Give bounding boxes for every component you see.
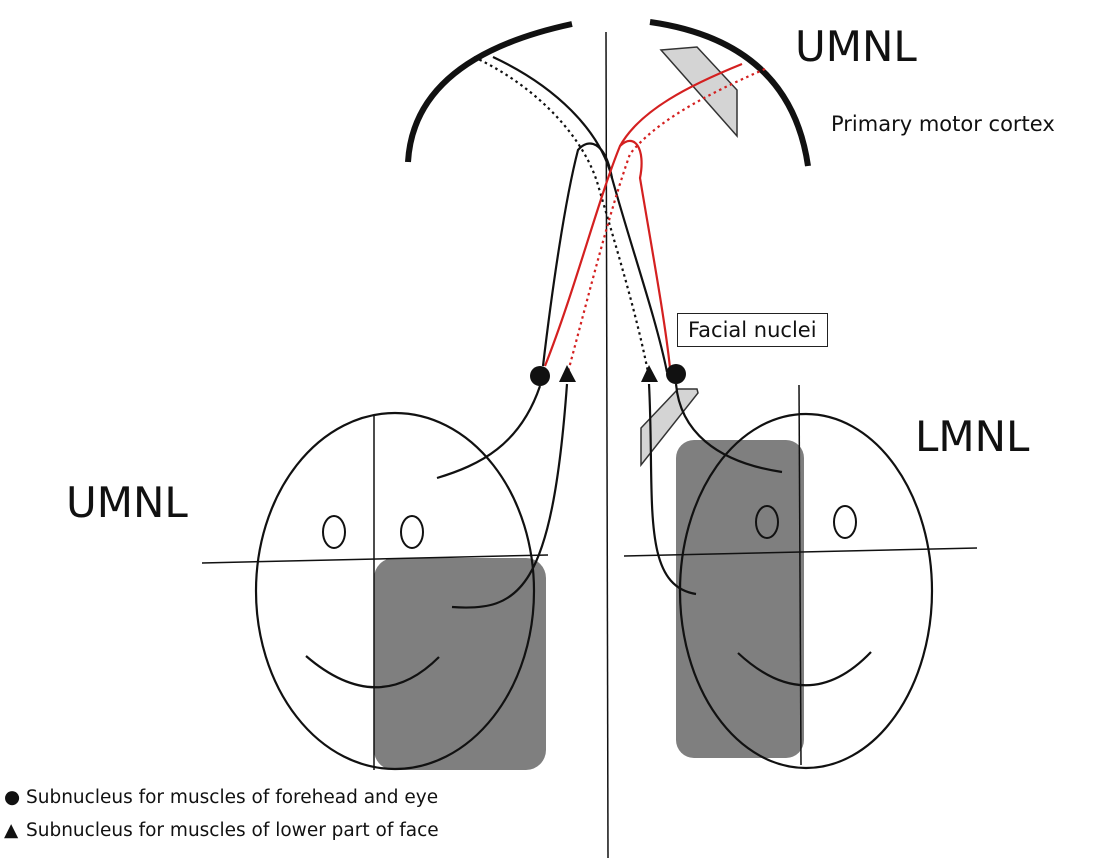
- left-lower-facial-fiber: [451, 383, 569, 609]
- legend-text: Subnucleus for muscles of lower part of …: [26, 820, 439, 841]
- left-face-outline: [254, 411, 536, 771]
- right-face-left-eye: [755, 505, 779, 539]
- legend-text: Subnucleus for muscles of forehead and e…: [26, 787, 439, 808]
- right-face-horizontal-axis: [623, 547, 978, 557]
- primary-motor-cortex-label: Primary motor cortex: [831, 112, 1055, 136]
- right-face-vertical-axis: [798, 384, 802, 766]
- left-upper-facial-fiber: [436, 385, 542, 480]
- circle-icon: ●: [4, 787, 21, 808]
- legend-item-forehead-eye: ●Subnucleus for muscles of forehead and …: [4, 787, 438, 808]
- nucleus-lesion-marker: [640, 388, 699, 468]
- midline: [605, 31, 609, 859]
- right-face-paralysis-region: [676, 440, 804, 758]
- cortex-lesion-marker: [659, 46, 738, 138]
- left-forehead-eye-subnucleus: [530, 366, 550, 386]
- red-solid-pathway: [543, 62, 743, 367]
- lmnl-right-label: LMNL: [915, 412, 1030, 461]
- left-hemisphere-arc: [405, 21, 573, 163]
- legend-item-lower-face: ▲ Subnucleus for muscles of lower part of…: [4, 820, 439, 841]
- black-solid-pathway: [492, 56, 669, 373]
- red-loop-pathway: [619, 139, 672, 369]
- right-upper-facial-fiber: [674, 383, 783, 474]
- right-lower-facial-fiber: [647, 383, 697, 596]
- right-forehead-eye-subnucleus: [666, 364, 686, 384]
- triangle-icon: ▲: [4, 820, 19, 841]
- right-lower-face-subnucleus: [641, 365, 658, 382]
- left-face-right-eye: [400, 515, 424, 549]
- umnl-left-label: UMNL: [66, 478, 188, 527]
- left-face-horizontal-axis: [201, 554, 549, 564]
- left-face-left-eye: [322, 515, 346, 549]
- left-face-mouth: [305, 655, 440, 689]
- left-lower-face-subnucleus: [559, 365, 576, 382]
- right-face-right-eye: [833, 505, 857, 539]
- black-loop-pathway: [541, 142, 614, 367]
- facial-nuclei-label: Facial nuclei: [677, 313, 828, 347]
- black-dotted-pathway: [473, 56, 650, 373]
- right-hemisphere-arc: [649, 19, 811, 167]
- umnl-top-label: UMNL: [795, 22, 917, 71]
- left-face-paralysis-region: [374, 558, 546, 770]
- right-face-outline: [678, 412, 934, 770]
- right-face-mouth: [737, 651, 872, 687]
